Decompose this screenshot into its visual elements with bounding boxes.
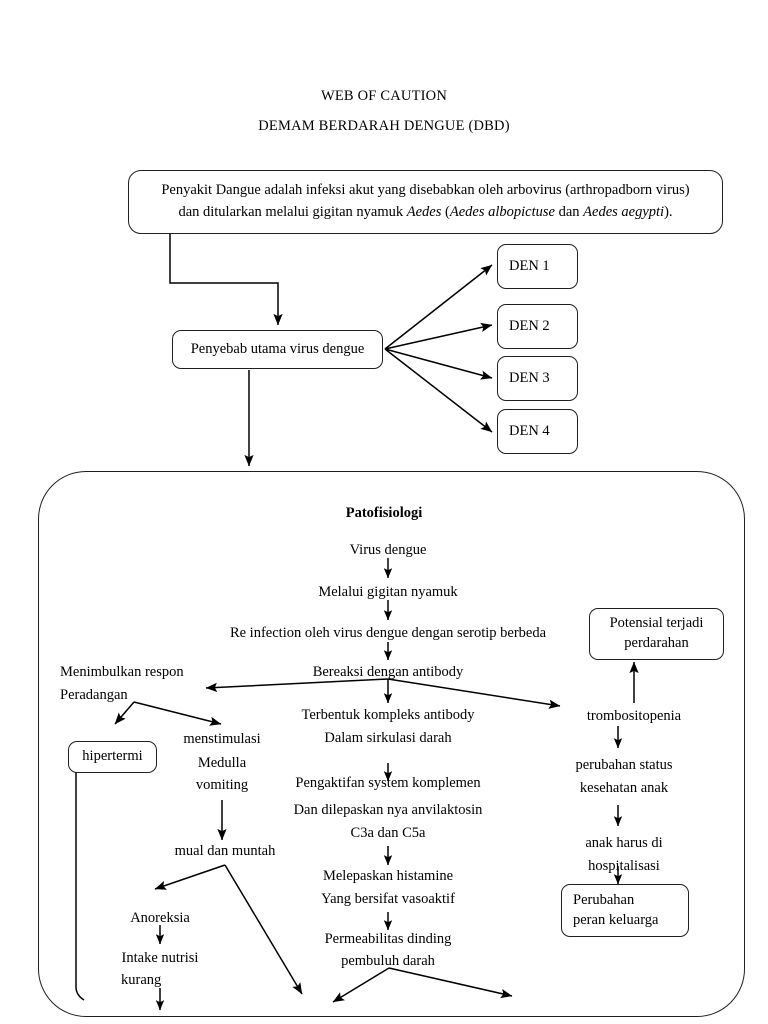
cause-box: Penyebab utama virus dengue (172, 330, 383, 369)
page-title-line-1: WEB OF CAUTION (320, 88, 448, 104)
node-dalam-sirkulasi-darah: Dalam sirkulasi darah (324, 730, 452, 746)
connector-cause-to-den-3 (384, 348, 493, 380)
definition-line-2-paren-open: ( (441, 204, 450, 220)
node-vomiting: vomiting (195, 777, 249, 793)
node-perubahan-status: perubahan status (575, 757, 673, 773)
perubahan-peran-line-1: Perubahan (573, 891, 635, 908)
node-potensial-perdarahan-box: Potensial terjadi perdarahan (589, 608, 724, 660)
node-melepaskan-histamine: Melepaskan histamine (322, 868, 454, 884)
connector-bereaksi-to-trombositopenia (387, 678, 561, 709)
node-re-infection: Re infection oleh virus dengue dengan se… (229, 625, 547, 641)
patofisiologi-container (38, 471, 745, 1017)
patofisiologi-heading: Patofisiologi (345, 505, 423, 521)
node-menimbulkan-respon: Menimbulkan respon (60, 664, 184, 680)
definition-line-2-dan: dan (554, 204, 584, 220)
node-trombositopenia: trombositopenia (586, 708, 682, 724)
connector-permeabilitas-to-bottom-right (388, 967, 513, 999)
node-hipertermi-box: hipertermi (68, 741, 157, 773)
connector-mual-to-bottom (224, 864, 303, 995)
node-anak-harus-di: anak harus di (585, 835, 663, 851)
node-c3a-dan-c5a: C3a dan C5a (350, 825, 426, 841)
node-medulla: Medulla (197, 755, 247, 771)
definition-aedes-albopictuse: Aedes albopictuse (449, 204, 555, 220)
page-title-line-2: DEMAM BERDARAH DENGUE (DBD) (258, 118, 510, 134)
serotype-box-den-3: DEN 3 (497, 356, 578, 401)
node-kesehatan-anak: kesehatan anak (579, 780, 669, 796)
definition-line-2-paren-close: ). (664, 204, 673, 220)
connector-peradangan-to-hipertermi (114, 701, 135, 725)
connector-hipertermi-downline (75, 772, 85, 1001)
node-dan-dilepaskan-nya-anvilaktosin: Dan dilepaskan nya anvilaktosin (293, 802, 483, 818)
connector-cause-to-den-2 (384, 322, 493, 350)
definition-line-2: dan ditularkan melalui gigitan nyamuk Ae… (178, 202, 672, 224)
definition-line-2-text-a: dan ditularkan melalui gigitan nyamuk (178, 204, 407, 220)
connector-cause-to-den-1 (384, 264, 493, 350)
node-pengaktifan-system-komplemen: Pengaktifan system komplemen (295, 775, 481, 791)
node-anoreksia: Anoreksia (130, 910, 190, 926)
connector-permeabilitas-to-bottom-left (332, 967, 390, 1003)
definition-aedes-1: Aedes (406, 204, 442, 220)
node-melalui-gigitan-nyamuk: Melalui gigitan nyamuk (318, 584, 458, 600)
node-permeabilitas-dinding: Permeabilitas dinding (324, 931, 452, 947)
node-peradangan: Peradangan (60, 687, 128, 703)
definition-aedes-aegypti: Aedes aegypti (583, 204, 665, 220)
connector-peradangan-to-menstimulasi (133, 701, 222, 726)
serotype-box-den-2: DEN 2 (497, 304, 578, 349)
potensial-line-2: perdarahan (624, 635, 689, 651)
node-hospitalisasi: hospitalisasi (588, 858, 660, 874)
node-terbentuk-kompleks-antibody: Terbentuk kompleks antibody (301, 707, 475, 723)
node-bereaksi-dengan-antibody: Bereaksi dengan antibody (312, 664, 464, 680)
potensial-line-1: Potensial terjadi (609, 615, 704, 632)
connector-mual-to-anoreksia (154, 864, 226, 890)
serotype-box-den-1: DEN 1 (497, 244, 578, 289)
node-virus-dengue: Virus dengue (349, 542, 427, 558)
connector-bereaksi-to-menimbulkan-respon (205, 678, 389, 693)
node-pembuluh-darah: pembuluh darah (341, 953, 435, 969)
definition-box: Penyakit Dangue adalah infeksi akut yang… (128, 170, 723, 234)
connector-definition-to-cause (169, 234, 283, 326)
node-kurang: kurang (121, 972, 162, 988)
definition-line-1: Penyakit Dangue adalah infeksi akut yang… (161, 182, 690, 199)
serotype-box-den-4: DEN 4 (497, 409, 578, 454)
node-menstimulasi: menstimulasi (183, 731, 261, 747)
node-intake-nutrisi: Intake nutrisi (121, 950, 199, 966)
node-mual-dan-muntah: mual dan muntah (174, 843, 276, 859)
perubahan-peran-line-2: peran keluarga (573, 911, 659, 928)
connector-cause-to-den-4 (384, 348, 493, 433)
node-yang-bersifat-vasoaktif: Yang bersifat vasoaktif (321, 891, 455, 907)
node-perubahan-peran-keluarga-box: Perubahan peran keluarga (561, 884, 689, 937)
